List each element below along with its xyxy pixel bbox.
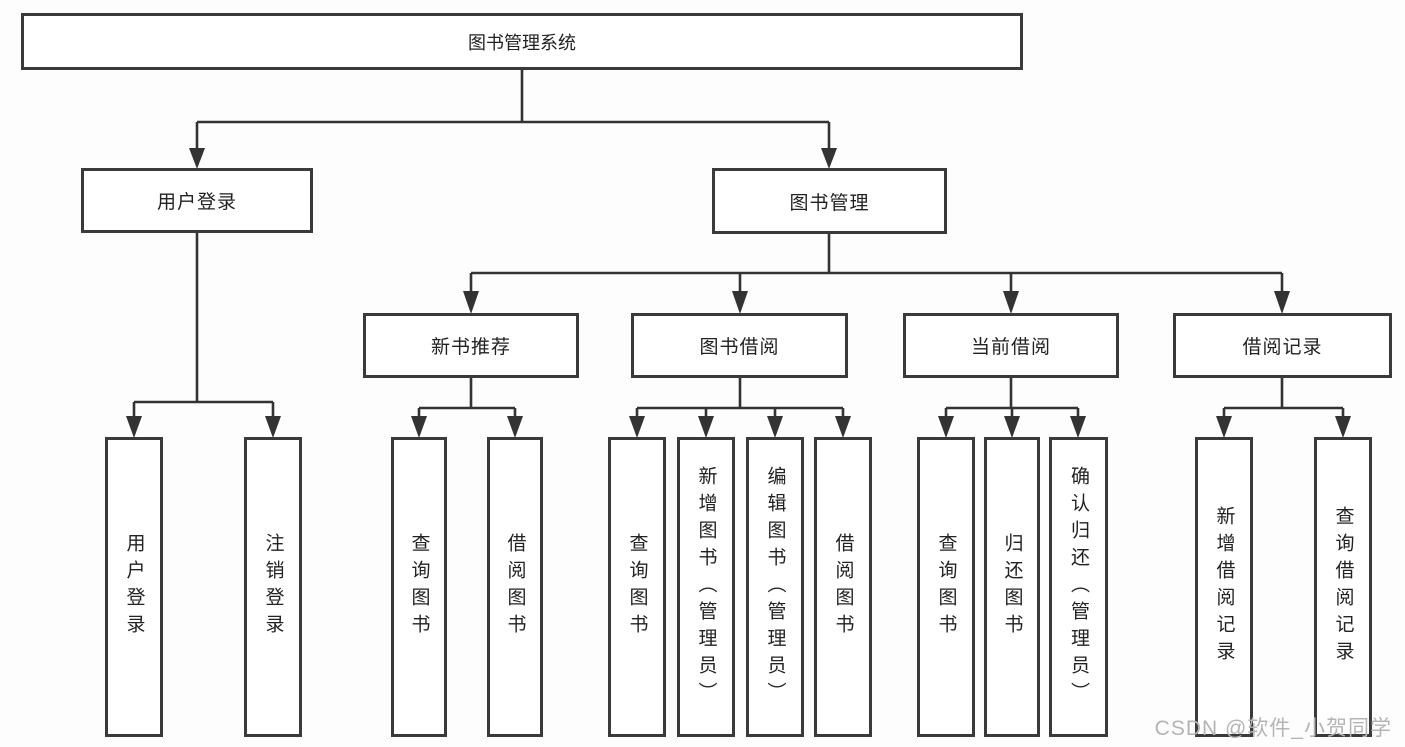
node-user-login: 用户登录 [81,168,313,233]
node-label: 图书管理 [789,192,870,214]
leaf-confirm-return-admin: 确认归还（管理员） [1049,437,1108,737]
connector-records-to-leaves [1216,378,1351,438]
leaf-query-books-current: 查询图书 [917,437,975,737]
leaf-label: 借阅图书 [504,533,526,641]
leaf-label: 新增图书（管理员） [695,465,717,709]
node-label: 图书管理系统 [468,32,576,53]
node-book-borrow: 图书借阅 [631,313,848,378]
node-borrow-records: 借阅记录 [1173,313,1392,378]
leaf-query-books-recommend: 查询图书 [391,437,447,737]
leaf-label: 注销登录 [262,533,284,641]
node-label: 图书借阅 [699,337,780,358]
leaf-label: 新增借阅记录 [1213,506,1235,668]
leaf-logout: 注销登录 [244,437,302,737]
node-library-management-system: 图书管理系统 [21,13,1023,70]
connector-recommend-to-leaves [411,378,523,438]
leaf-add-borrow-record: 新增借阅记录 [1195,437,1253,737]
node-book-management: 图书管理 [712,168,947,234]
node-label: 借阅记录 [1242,337,1323,358]
leaf-label: 查询图书 [408,533,430,641]
leaf-label: 查询图书 [935,533,957,641]
connector-user-login-to-leaves [126,233,281,438]
node-label: 当前借阅 [970,337,1051,358]
leaf-borrow-books-recommend: 借阅图书 [487,437,543,737]
connector-book-management-to-level3 [463,234,1290,314]
connector-root-to-level2 [189,70,837,169]
leaf-edit-books-admin: 编辑图书（管理员） [746,437,804,737]
leaf-label: 查询图书 [626,533,648,641]
node-new-book-recommend: 新书推荐 [363,313,579,378]
leaf-label: 用户登录 [123,533,145,641]
node-label: 新书推荐 [430,337,511,358]
leaf-label: 归还图书 [1001,533,1023,641]
leaf-label: 编辑图书（管理员） [764,465,786,709]
leaf-query-borrow-record: 查询借阅记录 [1314,437,1372,737]
node-current-borrow: 当前借阅 [903,313,1119,378]
leaf-label: 确认归还（管理员） [1068,465,1089,709]
node-label: 用户登录 [156,192,237,213]
connector-current-to-leaves [938,378,1086,438]
leaf-label: 借阅图书 [832,533,854,641]
leaf-label: 查询借阅记录 [1332,506,1354,668]
connector-borrow-to-leaves [629,378,851,438]
leaf-query-books-borrow: 查询图书 [608,437,666,737]
leaf-user-login: 用户登录 [105,437,163,737]
csdn-watermark: CSDN @软件_小贺同学 [1154,717,1392,740]
leaf-borrow-books: 借阅图书 [814,437,872,737]
leaf-return-books: 归还图书 [984,437,1040,737]
leaf-add-books-admin: 新增图书（管理员） [677,437,735,737]
